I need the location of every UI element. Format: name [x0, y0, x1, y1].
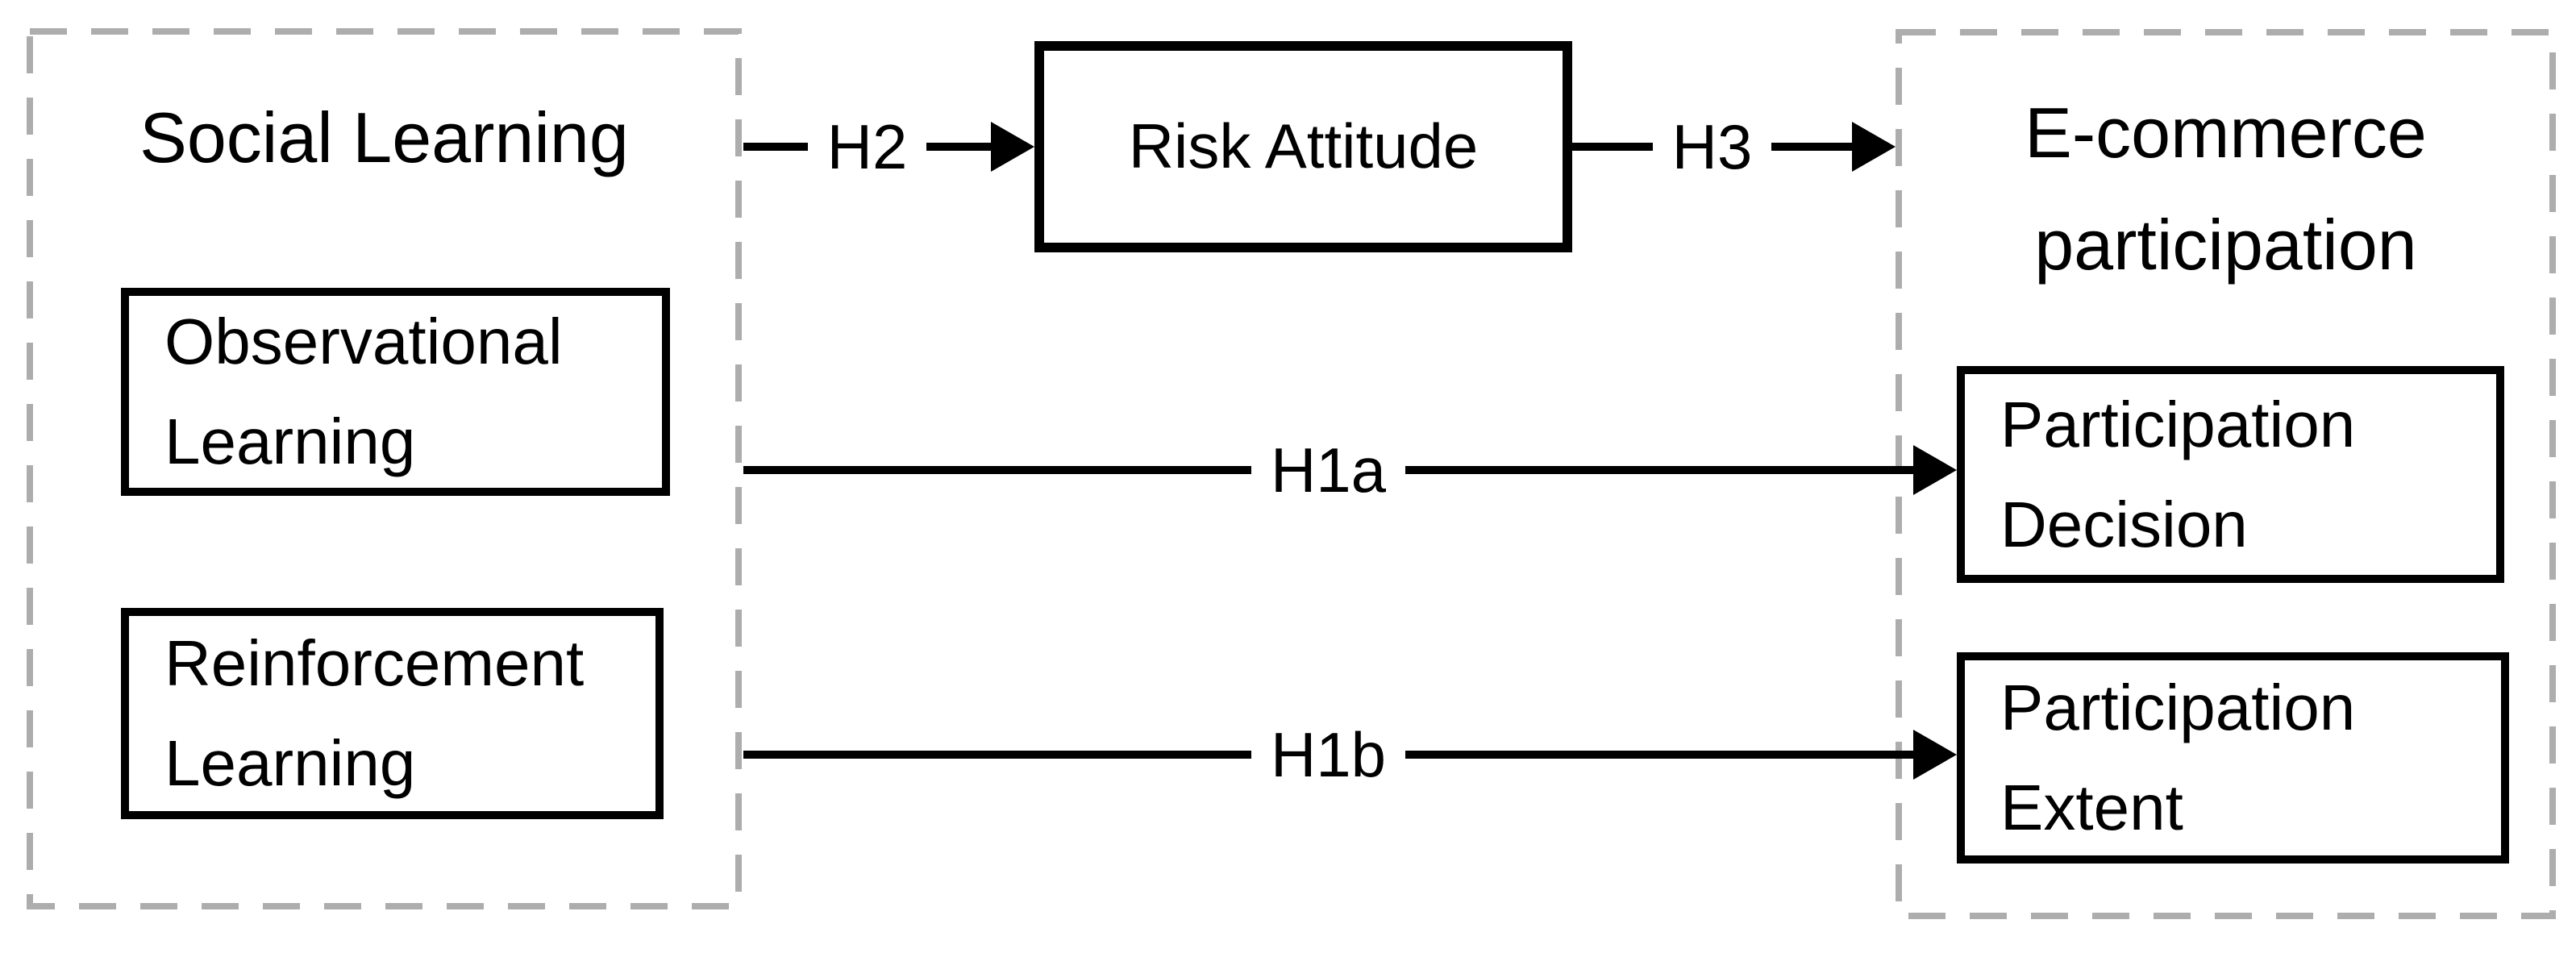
arrow-h1a-arrowhead-icon	[1913, 445, 1957, 495]
arrow-h1b-label: H1b	[1270, 719, 1387, 790]
arrow-h1a-line-left	[743, 466, 1251, 474]
arrow-h2-arrowhead-icon	[991, 122, 1034, 172]
node-participation-decision: Participation Decision	[1957, 366, 2504, 583]
arrow-h3-line-right	[1771, 143, 1852, 151]
arrow-h2-line-left	[743, 143, 808, 151]
node-reinforcement-learning: Reinforcement Learning	[121, 608, 664, 819]
group-title-ecommerce-participation: E-commerce participation	[2025, 93, 2427, 285]
arrow-h2-label: H2	[826, 111, 908, 182]
arrow-h1b-line-left	[743, 751, 1251, 759]
arrow-h1a-line-right	[1405, 466, 1913, 474]
arrow-h3-line-left	[1572, 143, 1653, 151]
arrow-h3-arrowhead-icon	[1852, 122, 1896, 172]
arrow-h1b-arrowhead-icon	[1913, 730, 1957, 780]
arrow-h3: H3	[1572, 115, 1896, 178]
node-risk-attitude: Risk Attitude	[1034, 41, 1572, 252]
node-observational-learning: Observational Learning	[121, 288, 670, 496]
arrow-h1a-label: H1a	[1270, 435, 1387, 506]
node-participation-extent: Participation Extent	[1957, 652, 2509, 864]
arrow-h2-line-right	[926, 143, 991, 151]
arrow-h2: H2	[743, 115, 1034, 178]
arrow-h1b-line-right	[1405, 751, 1913, 759]
arrow-h1b: H1b	[743, 723, 1957, 786]
arrow-h1a: H1a	[743, 439, 1957, 501]
arrow-h3-label: H3	[1671, 111, 1753, 182]
group-title-social-learning: Social Learning	[139, 98, 629, 177]
